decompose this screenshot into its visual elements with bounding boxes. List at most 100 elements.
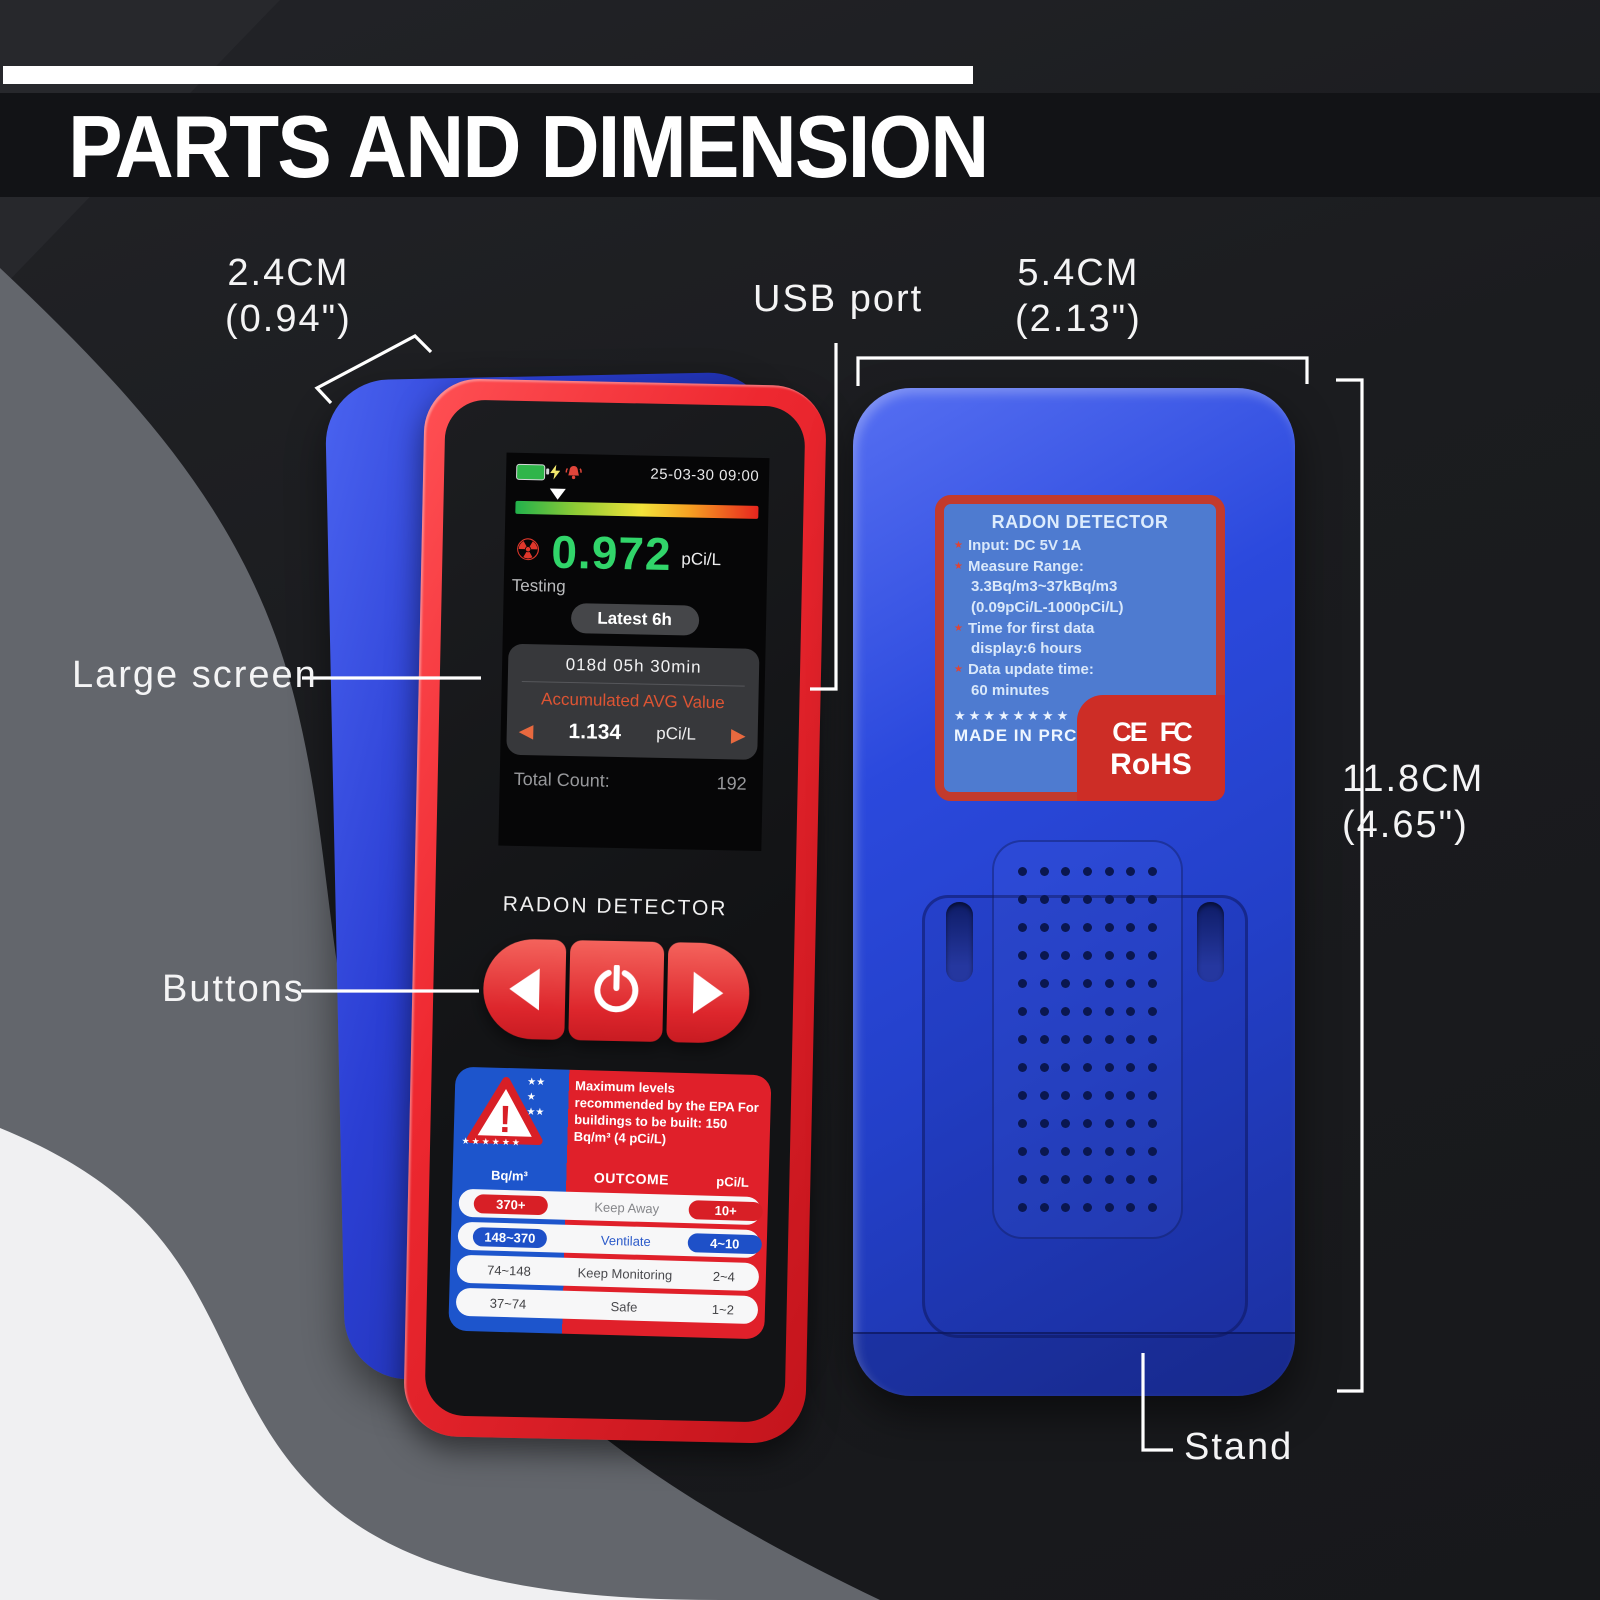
rohs-mark-icon: RoHS: [1110, 747, 1192, 781]
vent-hole: [1082, 1174, 1092, 1184]
vent-hole: [1104, 1034, 1114, 1044]
vent-hole: [1039, 923, 1049, 933]
spec-line-text: Input: DC 5V 1A: [967, 537, 1082, 554]
column-bq: Bq/m³: [490, 1167, 529, 1184]
vent-hole: [1018, 1174, 1028, 1184]
avg-value-row: ◀ 1.134 pCi/L ▶: [514, 719, 749, 748]
sticker-stars-arc: ★★★★★: [526, 1076, 546, 1119]
vent-hole: [1104, 895, 1114, 905]
spec-line-text: (0.09pCi/L-1000pCi/L): [971, 599, 1124, 617]
vent-hole: [1039, 1174, 1049, 1184]
prev-arrow-icon: ◀: [518, 719, 534, 742]
vent-hole: [1061, 1090, 1071, 1100]
spec-label-title: RADON DETECTOR: [991, 512, 1169, 532]
ce-mark-icon: CE: [1112, 716, 1147, 747]
vent-hole: [1039, 951, 1049, 961]
vent-hole: [1082, 867, 1092, 877]
spec-line-text: Measure Range:: [967, 557, 1084, 575]
vent-hole: [1039, 1118, 1049, 1128]
height-dimension-label: 11.8CM (4.65"): [1342, 758, 1485, 847]
vent-hole: [1061, 951, 1071, 961]
background-swoosh-gray: [0, 268, 880, 1600]
vent-hole: [1018, 895, 1028, 905]
vent-hole: [1018, 1090, 1028, 1100]
vent-hole: [1082, 1007, 1092, 1017]
vent-hole: [1061, 979, 1071, 989]
vent-hole: [1126, 1118, 1136, 1128]
outcome-text: Keep Monitoring: [577, 1264, 673, 1283]
spec-line: ★Data update time:: [954, 660, 1206, 681]
spec-line-text: Data update time:: [967, 661, 1094, 679]
latest-6h-badge: Latest 6h: [570, 603, 699, 636]
vent-hole: [1018, 1007, 1028, 1017]
vent-hole: [1147, 1174, 1157, 1184]
vent-hole: [1104, 1090, 1114, 1100]
stand-hinge-slot-right: [1197, 902, 1224, 982]
vent-hole: [1018, 1034, 1028, 1044]
spec-line: 60 minutes: [954, 681, 1206, 702]
title-band: [0, 93, 1600, 197]
sticker-stars-row: ★★★★★★: [461, 1136, 523, 1149]
warning-triangle-icon: !: [465, 1075, 559, 1158]
right-button: [666, 942, 751, 1044]
vent-hole: [1147, 1146, 1157, 1156]
vent-hole: [1147, 1090, 1157, 1100]
total-count-row: Total Count: 192: [514, 769, 747, 795]
vent-hole: [1126, 1090, 1136, 1100]
vent-hole: [1039, 979, 1049, 989]
next-arrow-icon: ▶: [730, 723, 746, 747]
outcome-text: Ventilate: [600, 1232, 651, 1249]
spec-bullet-icon: ★: [954, 560, 963, 572]
testing-status: Testing: [511, 575, 566, 596]
power-button: [568, 940, 665, 1043]
vent-hole: [1018, 979, 1028, 989]
title-accent-bar: [3, 66, 973, 84]
vent-hole: [1018, 1202, 1028, 1212]
large-screen-label: Large screen: [72, 654, 318, 696]
vent-hole: [1061, 1202, 1071, 1212]
vent-hole: [1061, 1034, 1071, 1044]
svg-text:!: !: [498, 1099, 512, 1141]
vent-hole: [1104, 867, 1114, 877]
made-in-text: MADE IN PRC: [954, 725, 1078, 745]
radiation-icon: ☢: [514, 532, 542, 569]
bq-range-pill: 148~370: [472, 1226, 548, 1248]
outcome-text: Safe: [610, 1298, 638, 1315]
vent-hole: [1147, 1202, 1157, 1212]
vent-hole: [1039, 1202, 1049, 1212]
avg-value: 1.134: [568, 719, 622, 745]
avg-unit: pCi/L: [656, 723, 697, 744]
spec-line-text: 60 minutes: [971, 681, 1050, 699]
stand-label: Stand: [1184, 1426, 1294, 1468]
vent-hole: [1018, 1146, 1028, 1156]
total-count-label: Total Count:: [513, 768, 610, 791]
screen-datetime: 25-03-30 09:00: [650, 465, 760, 485]
spec-bullet-icon: ★: [954, 540, 963, 551]
screen-status-bar: 25-03-30 09:00: [506, 453, 770, 486]
vent-hole: [1082, 895, 1092, 905]
vent-hole: [1018, 923, 1028, 933]
page-title: PARTS AND DIMENSION: [68, 97, 989, 196]
radon-level-gauge: [515, 500, 759, 519]
spec-line: display:6 hours: [954, 639, 1206, 660]
vent-hole: [1126, 1062, 1136, 1072]
vent-hole: [1126, 895, 1136, 905]
certification-badge: CE FC RoHS: [1077, 695, 1225, 801]
total-count-value: 192: [716, 773, 747, 794]
vent-hole: [1082, 1202, 1092, 1212]
depth-dimension-label: 2.4CM (0.94"): [225, 252, 352, 341]
usb-port-label: USB port: [753, 278, 924, 320]
spec-line: (0.09pCi/L-1000pCi/L): [954, 598, 1206, 619]
spec-label: RADON DETECTOR ★ Input: DC 5V 1A ★ Measure …: [935, 495, 1225, 801]
front-device: 25-03-30 09:00 ☢ 0.972 pCi/L Testing Lat…: [324, 370, 837, 1450]
vent-hole: [1104, 1174, 1114, 1184]
vent-hole: [1061, 923, 1071, 933]
back-device-body: RADON DETECTOR ★ Input: DC 5V 1A ★ Measure …: [853, 388, 1295, 1396]
reading-row: ☢ 0.972 pCi/L: [514, 526, 760, 581]
vent-hole-grid: [992, 840, 1183, 1239]
vent-hole: [1104, 1146, 1114, 1156]
bq-range-pill: 37~74: [489, 1295, 527, 1312]
